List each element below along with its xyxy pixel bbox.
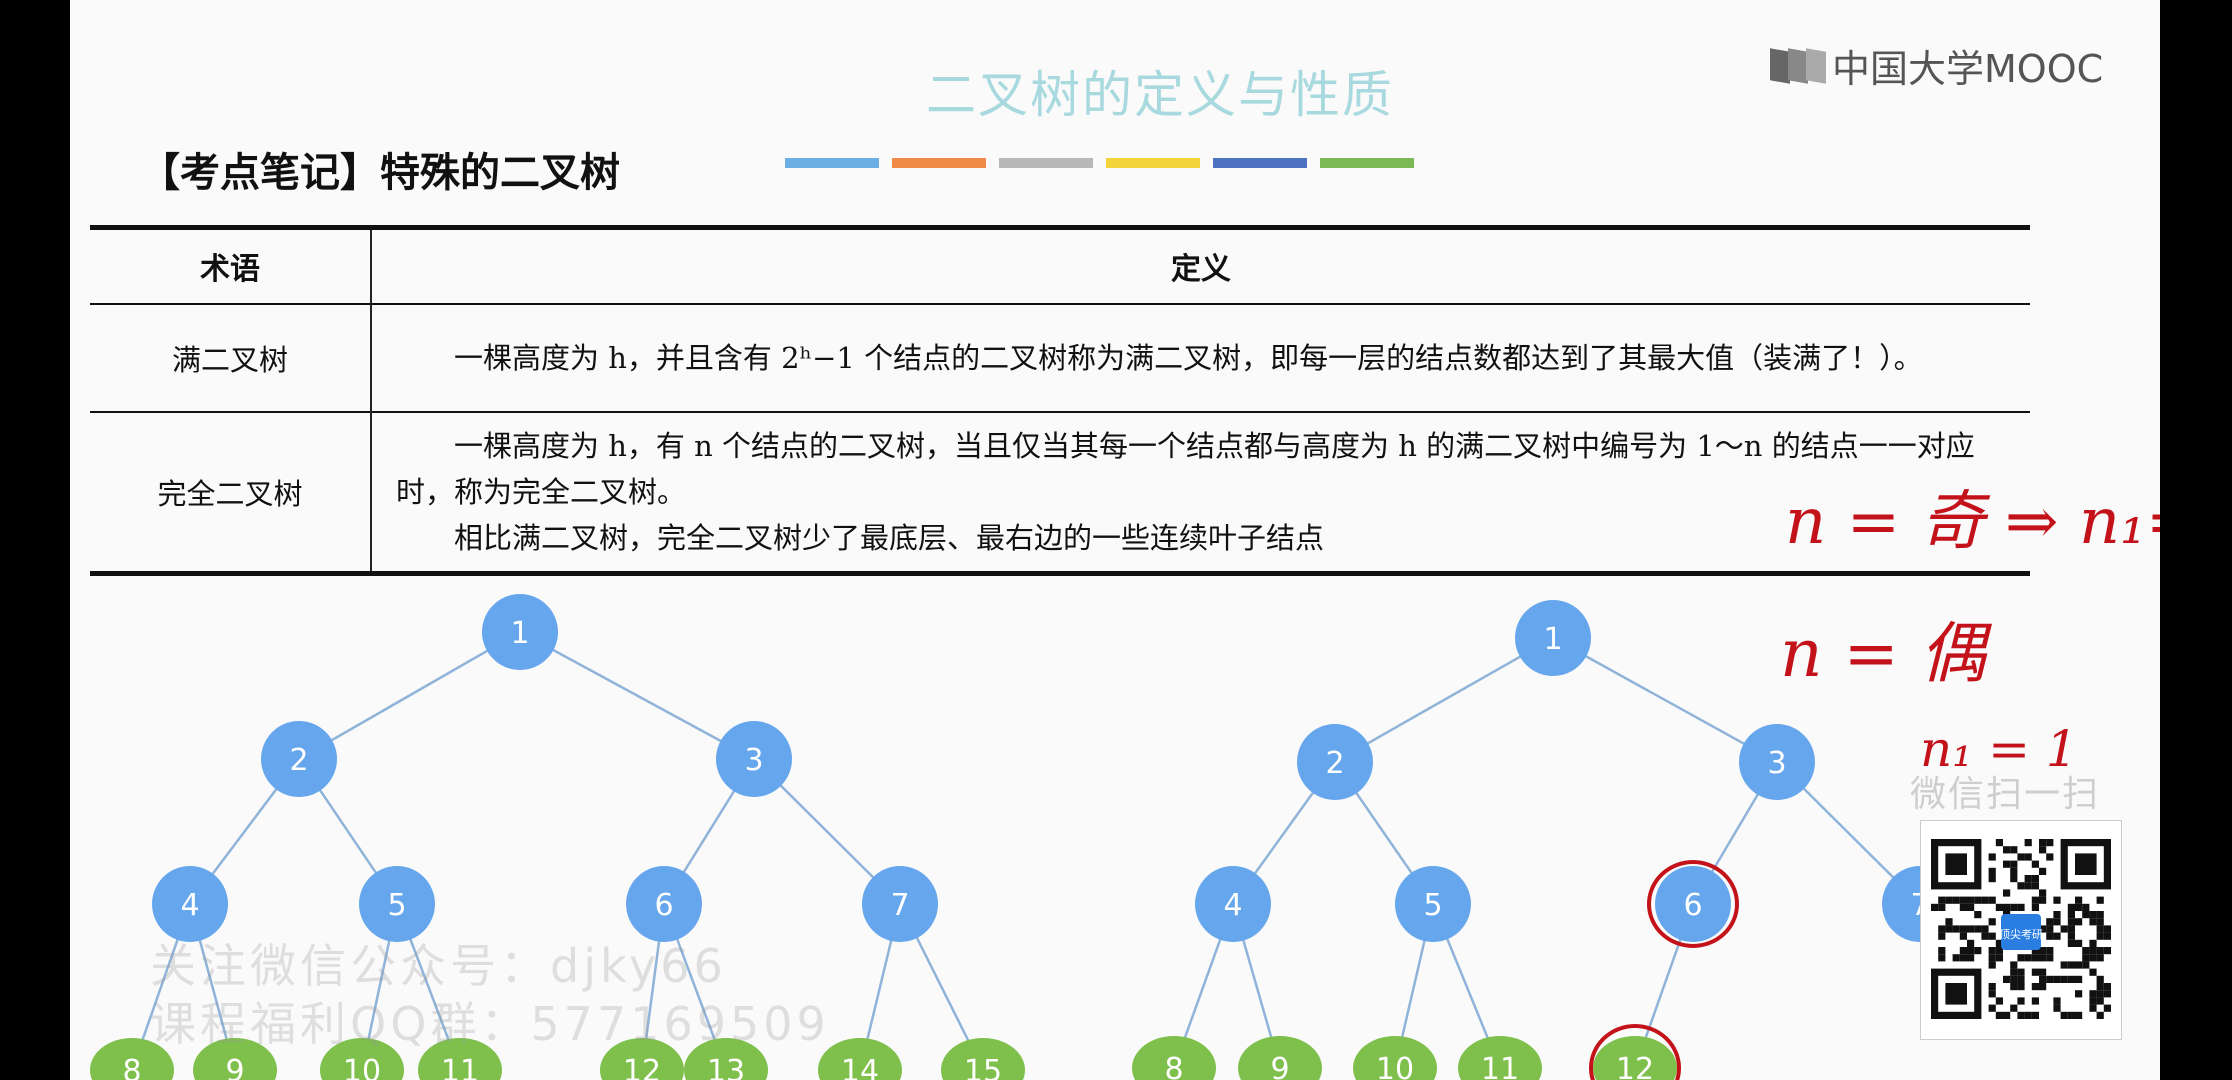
ink-circle [1589, 1024, 1681, 1080]
tree-node: 12 [1589, 1024, 1681, 1080]
tree-node: 6 [1647, 860, 1739, 948]
node-label: 5 [1423, 888, 1442, 923]
node-label: 3 [1767, 746, 1786, 781]
tree-node: 5 [359, 866, 435, 942]
term-cell: 完全二叉树 [90, 411, 372, 573]
tree-node: 4 [152, 866, 228, 942]
node-label: 10 [343, 1054, 381, 1080]
tree-node: 3 [1739, 724, 1815, 800]
node-label: 12 [623, 1054, 661, 1080]
tree-node: 2 [1297, 724, 1373, 800]
tree-edge [519, 630, 755, 761]
color-bar [1213, 158, 1307, 168]
table-header-row: 术语 定义 [90, 227, 2030, 304]
header-definition: 定义 [1171, 252, 1231, 288]
handwritten-note: n₁ = 1 [1920, 720, 2078, 778]
definition-text: 一棵高度为 h，有 n 个结点的二叉树，当且仅当其每一个结点都与高度为 h 的满… [396, 428, 1975, 509]
qr-badge: 顶尖考研 [1999, 928, 2043, 941]
tree-node: 8 [90, 1038, 174, 1080]
color-bar [785, 158, 879, 168]
tree-node: 12 [600, 1038, 684, 1080]
definition-cell: 一棵高度为 h，并且含有 2ʰ−1 个结点的二叉树称为满二叉树，即每一层的结点数… [371, 304, 2030, 412]
tree-node: 3 [716, 721, 792, 797]
node-label: 2 [1325, 746, 1344, 781]
definition-text: 相比满二叉树，完全二叉树少了最底层、最右边的一些连续叶子结点 [454, 520, 1325, 555]
tree-node: 7 [862, 866, 938, 942]
tree-node: 9 [193, 1038, 277, 1080]
section-heading: 【考点笔记】特殊的二叉树 [140, 150, 620, 196]
qr-caption: 微信扫一扫 [1910, 774, 2101, 815]
definition-text: 一棵高度为 h，并且含有 2ʰ−1 个结点的二叉树称为满二叉树，即每一层的结点数… [454, 340, 1923, 375]
node-label: 6 [654, 888, 673, 923]
node-label: 6 [1683, 888, 1702, 923]
slide-title: 二叉树的定义与性质 [926, 66, 1394, 124]
node-label: 10 [1376, 1052, 1414, 1080]
definition-table: 术语 定义 满二叉树 一棵高度为 h，并且含有 2ʰ−1 个结点的二叉树称为满二… [90, 225, 2030, 576]
tree-node: 2 [261, 721, 337, 797]
node-label: 5 [387, 888, 406, 923]
slide: 二叉树的定义与性质 中国大学MOOC 【考点笔记】特殊的二叉树 术语 定义 满二… [70, 0, 2160, 1080]
watermark-line: 关注微信公众号：djky66 [150, 939, 727, 993]
tree-node: 15 [941, 1038, 1025, 1080]
node-label: 11 [1481, 1052, 1519, 1080]
definition-cell: 一棵高度为 h，有 n 个结点的二叉树，当且仅当其每一个结点都与高度为 h 的满… [371, 412, 2030, 574]
tree-node: 11 [1458, 1036, 1542, 1080]
color-bar [892, 158, 986, 168]
tree-node: 4 [1195, 866, 1271, 942]
tree-diagrams: 123456789101112131415123456789101112 [90, 594, 1958, 1080]
color-bar [999, 158, 1093, 168]
watermark-line: 课程福利QQ群：577169509 [150, 997, 830, 1051]
node-label: 15 [964, 1054, 1002, 1080]
tree-node: 13 [684, 1038, 768, 1080]
color-bar [1320, 158, 1414, 168]
qr-code-icon: 顶尖考研 [1931, 839, 2111, 1019]
tree-edge [298, 630, 521, 761]
node-label: 3 [744, 743, 763, 778]
node-label: 8 [1164, 1052, 1183, 1080]
brand-text: 中国大学MOOC [1832, 46, 2104, 91]
node-label: 14 [841, 1054, 879, 1080]
tree-node: 14 [818, 1038, 902, 1080]
table-row: 满二叉树 一棵高度为 h，并且含有 2ʰ−1 个结点的二叉树称为满二叉树，即每一… [90, 303, 2030, 412]
ink-circle [1647, 860, 1739, 948]
node-label: 1 [510, 616, 529, 651]
term-cell: 满二叉树 [90, 303, 372, 412]
tree-node: 8 [1132, 1036, 1216, 1080]
node-label: 1 [1543, 622, 1562, 657]
mooc-logo: 中国大学MOOC [1770, 40, 2104, 91]
handwritten-note: n = 偶 [1780, 615, 1986, 692]
tree-edge [1334, 636, 1554, 764]
tree-node: 5 [1395, 866, 1471, 942]
node-label: 13 [707, 1054, 745, 1080]
tree-node: 1 [482, 594, 558, 670]
node-label: 8 [122, 1054, 141, 1080]
node-label: 4 [180, 888, 199, 923]
table-row: 完全二叉树 一棵高度为 h，有 n 个结点的二叉树，当且仅当其每一个结点都与高度… [90, 411, 2030, 574]
tree-node: 10 [320, 1038, 404, 1080]
tree-node: 10 [1353, 1036, 1437, 1080]
node-label: 9 [1270, 1052, 1289, 1080]
tree-node: 9 [1238, 1036, 1322, 1080]
node-label: 2 [289, 743, 308, 778]
tree-node: 1 [1515, 600, 1591, 676]
node-label: 7 [890, 888, 909, 923]
tree-node: 11 [418, 1038, 502, 1080]
node-label: 9 [225, 1054, 244, 1080]
node-label: 11 [441, 1054, 479, 1080]
tree-edge [1552, 636, 1778, 764]
color-bar [1106, 158, 1200, 168]
header-term: 术语 [90, 227, 372, 304]
node-label: 4 [1223, 888, 1242, 923]
handwritten-note: n = 奇 ⇒ n₁=0 [1785, 485, 2160, 559]
tree-node: 6 [626, 866, 702, 942]
node-label: 12 [1616, 1052, 1654, 1080]
qr-code[interactable]: 顶尖考研 [1920, 820, 2122, 1040]
